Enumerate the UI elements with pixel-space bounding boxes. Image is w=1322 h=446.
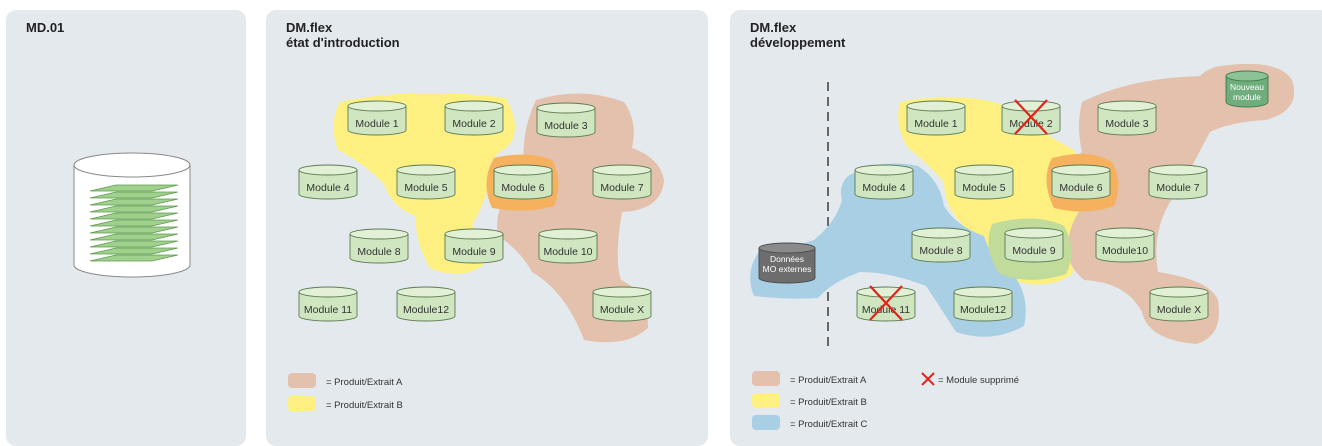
module-x: Module X bbox=[592, 286, 652, 322]
legend-swatch-b bbox=[752, 393, 780, 408]
module-label: Module12 bbox=[403, 304, 449, 316]
module-label: Module 11 bbox=[304, 304, 352, 316]
module-label: Module 1 bbox=[914, 118, 957, 130]
module-label: Module 8 bbox=[357, 246, 400, 258]
module-diagram: = Produit/Extrait A = Produit/Extrait B … bbox=[750, 63, 1295, 430]
module-diagram: = Produit/Extrait A = Produit/Extrait B … bbox=[288, 92, 664, 411]
module-6: Module 6 bbox=[1051, 164, 1111, 200]
module-4: Module 4 bbox=[854, 164, 914, 200]
module-label: Module12 bbox=[960, 304, 1006, 316]
panel-dmflex-development: DM.flex développement = Produit/Extrait … bbox=[730, 10, 1322, 446]
module-label: Module 5 bbox=[404, 182, 447, 194]
module-x: Module X bbox=[1149, 286, 1209, 322]
module-10: Module10 bbox=[1095, 227, 1155, 263]
module-4: Module 4 bbox=[298, 164, 358, 200]
legend-swatch-c bbox=[752, 415, 780, 430]
legend-label-deleted: = Module supprimé bbox=[938, 375, 1019, 386]
module-label: Module X bbox=[1157, 304, 1201, 316]
module-10: Module 10 bbox=[538, 228, 598, 264]
module-6: Module 6 bbox=[493, 164, 553, 200]
legend-label-b: = Produit/Extrait B bbox=[326, 400, 403, 411]
data-layers bbox=[89, 184, 179, 262]
module-1: Module 1 bbox=[906, 100, 966, 136]
module-11: Module 11 bbox=[856, 285, 916, 322]
module-9: Module 9 bbox=[1004, 227, 1064, 263]
panel-title: DM.flex développement bbox=[750, 20, 846, 50]
module-label: Module 2 bbox=[452, 118, 495, 130]
module-11: Module 11 bbox=[298, 286, 358, 322]
module-label: Module 9 bbox=[1012, 245, 1055, 257]
module-label: Module 2 bbox=[1009, 118, 1052, 130]
module-label: MO externes bbox=[763, 264, 812, 274]
module-8: Module 8 bbox=[911, 227, 971, 263]
modules: Module 1 Module 2 Module 3 Module 4 Module 5… bbox=[758, 70, 1269, 322]
legend-swatch-b bbox=[288, 396, 316, 411]
region-product-a bbox=[497, 93, 664, 343]
panel-title: DM.flex état d'introduction bbox=[286, 20, 400, 50]
legend-label-a: = Produit/Extrait A bbox=[790, 375, 867, 386]
legend-label-a: = Produit/Extrait A bbox=[326, 377, 403, 388]
module-label: Module 6 bbox=[1059, 182, 1102, 194]
module-label: Module 3 bbox=[544, 120, 587, 132]
module-2: Module 2 bbox=[444, 100, 504, 136]
module-2: Module 2 bbox=[1001, 99, 1061, 136]
module-label: Module 10 bbox=[543, 246, 592, 258]
module-label: Module10 bbox=[1102, 245, 1148, 257]
module-label: Module 9 bbox=[452, 246, 495, 258]
module-label: Module 5 bbox=[962, 182, 1005, 194]
module-label: Module 6 bbox=[501, 182, 544, 194]
module-label: Module 11 bbox=[862, 304, 910, 316]
module-1: Module 1 bbox=[347, 100, 407, 136]
module-8: Module 8 bbox=[349, 228, 409, 264]
module-9: Module 9 bbox=[444, 228, 504, 264]
module-label: Module 8 bbox=[919, 245, 962, 257]
module-label: Module X bbox=[600, 304, 644, 316]
legend-swatch-a bbox=[288, 373, 316, 388]
legend-swatch-a bbox=[752, 371, 780, 386]
module-3: Module 3 bbox=[1097, 100, 1157, 136]
module-12: Module12 bbox=[396, 286, 456, 322]
panel-dmflex-introduction: DM.flex état d'introduction = Produit/Ex… bbox=[266, 10, 708, 446]
module-5: Module 5 bbox=[396, 164, 456, 200]
module-label: module bbox=[1233, 92, 1261, 102]
module-7: Module 7 bbox=[592, 164, 652, 200]
panel-md01: MD.01 bbox=[6, 10, 246, 446]
modules: Module 1 Module 2 Module 3 Module 4 Module 5… bbox=[298, 100, 652, 322]
module-7: Module 7 bbox=[1148, 164, 1208, 200]
panel-title: MD.01 bbox=[26, 20, 65, 35]
deleted-mark-icon bbox=[1014, 99, 1048, 135]
module-label: Module 4 bbox=[862, 182, 905, 194]
module-label: Module 7 bbox=[600, 182, 643, 194]
module-3: Module 3 bbox=[536, 102, 596, 138]
legend-deleted-icon bbox=[921, 372, 935, 386]
module-label: Module 1 bbox=[355, 118, 398, 130]
module-label: Nouveau bbox=[1230, 82, 1264, 92]
module-label: Données bbox=[770, 254, 804, 264]
module-label: Module 7 bbox=[1156, 182, 1199, 194]
module-label: Module 3 bbox=[1105, 118, 1148, 130]
module-12: Module12 bbox=[953, 286, 1013, 322]
deleted-mark-icon bbox=[869, 285, 903, 321]
module-label: Module 4 bbox=[306, 182, 349, 194]
module-5: Module 5 bbox=[954, 164, 1014, 200]
database-icon bbox=[73, 152, 191, 278]
legend-label-b: = Produit/Extrait B bbox=[790, 397, 867, 408]
legend-label-c: = Produit/Extrait C bbox=[790, 419, 867, 430]
